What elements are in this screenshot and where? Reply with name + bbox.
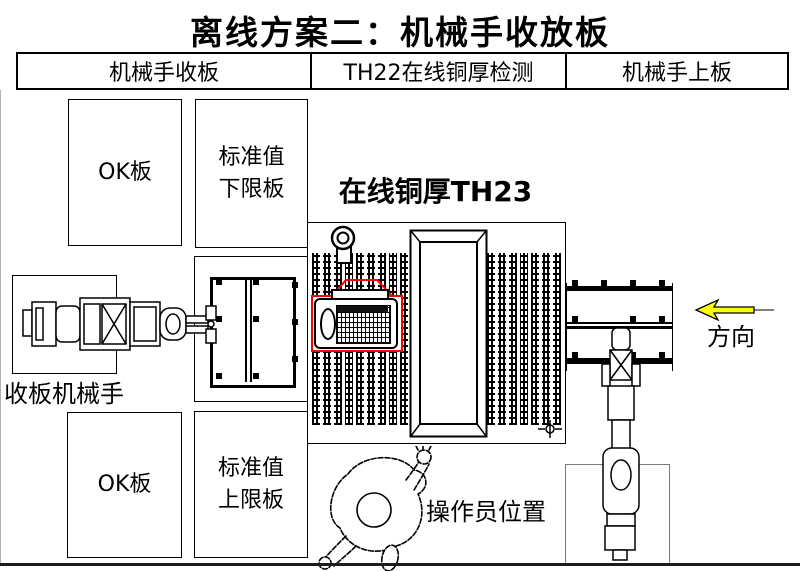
page-title: 离线方案二：机械手收放板 — [190, 13, 610, 52]
frame-tab — [216, 279, 222, 285]
panel-ok-bottom-label: OK板 — [97, 472, 152, 497]
vertical-robot-arm-icon — [601, 327, 641, 561]
online-copper-label: 在线铜厚TH23 — [338, 175, 533, 208]
conveyor-right-section — [487, 253, 564, 425]
load-table-tab — [572, 352, 578, 358]
panel-upper-limit-line1: 标准值 — [217, 455, 284, 481]
collect-robot-label: 收板机械手 — [4, 380, 124, 408]
load-table-tab — [630, 316, 636, 322]
panel-lower-limit-line1: 标准值 — [218, 144, 285, 170]
operator-figure-icon — [318, 446, 432, 571]
direction-arrow-icon — [694, 298, 774, 322]
frame-tab — [253, 316, 259, 322]
frame-tab — [216, 373, 222, 379]
load-table-tab — [659, 280, 665, 286]
scanner-sensor-grid — [336, 305, 391, 344]
panel-lower-limit-line2: 下限板 — [218, 176, 285, 202]
frame-tab — [253, 279, 259, 285]
horizontal-robot-arm-icon — [22, 297, 217, 351]
load-table-tab — [572, 280, 578, 286]
process-header-table: 机械手收板 TH22在线铜厚检测 机械手上板 — [16, 52, 789, 90]
bottom-rule — [0, 563, 800, 566]
panel-ok-top: OK板 — [68, 99, 182, 246]
transfer-frame-divider-a — [245, 277, 247, 382]
hanger-ring-icon — [330, 225, 356, 264]
panel-ok-top-label: OK板 — [98, 159, 152, 185]
panel-ok-bottom: OK板 — [67, 412, 182, 558]
load-table-tab — [630, 280, 636, 286]
panel-upper-limit-line2: 上限板 — [217, 487, 284, 513]
panel-upper-limit: 标准值 上限板 — [194, 411, 308, 558]
scanner-lens-oval — [320, 308, 336, 340]
load-table-tab — [572, 316, 578, 322]
panel-lower-limit: 标准值 下限板 — [195, 99, 308, 248]
load-table-mid-bar-a — [566, 322, 673, 324]
gantry-bridge — [409, 229, 488, 438]
direction-label: 方向 — [707, 323, 755, 351]
frame-tab — [292, 282, 298, 288]
load-table-tab — [601, 280, 607, 286]
load-table-top-bar — [566, 286, 673, 291]
left-edge-line — [0, 90, 1, 564]
crosshair-icon — [538, 420, 562, 438]
load-table-tab — [630, 352, 636, 358]
frame-tab — [253, 373, 259, 379]
load-table-tab — [659, 352, 665, 358]
header-cell-th22: TH22在线铜厚检测 — [312, 54, 567, 88]
scanner-sensor-topstrip — [337, 306, 388, 312]
header-cell-collect: 机械手收板 — [18, 54, 312, 88]
frame-tab — [216, 316, 222, 322]
transfer-frame-divider-b — [250, 277, 252, 382]
frame-tab — [292, 356, 298, 362]
frame-tab — [292, 319, 298, 325]
scanner-red-trapezoid — [331, 279, 393, 297]
operator-position-label: 操作员位置 — [426, 498, 546, 526]
transfer-frame-rack — [210, 277, 296, 388]
load-table-tab — [659, 316, 665, 322]
header-cell-load: 机械手上板 — [621, 61, 732, 86]
